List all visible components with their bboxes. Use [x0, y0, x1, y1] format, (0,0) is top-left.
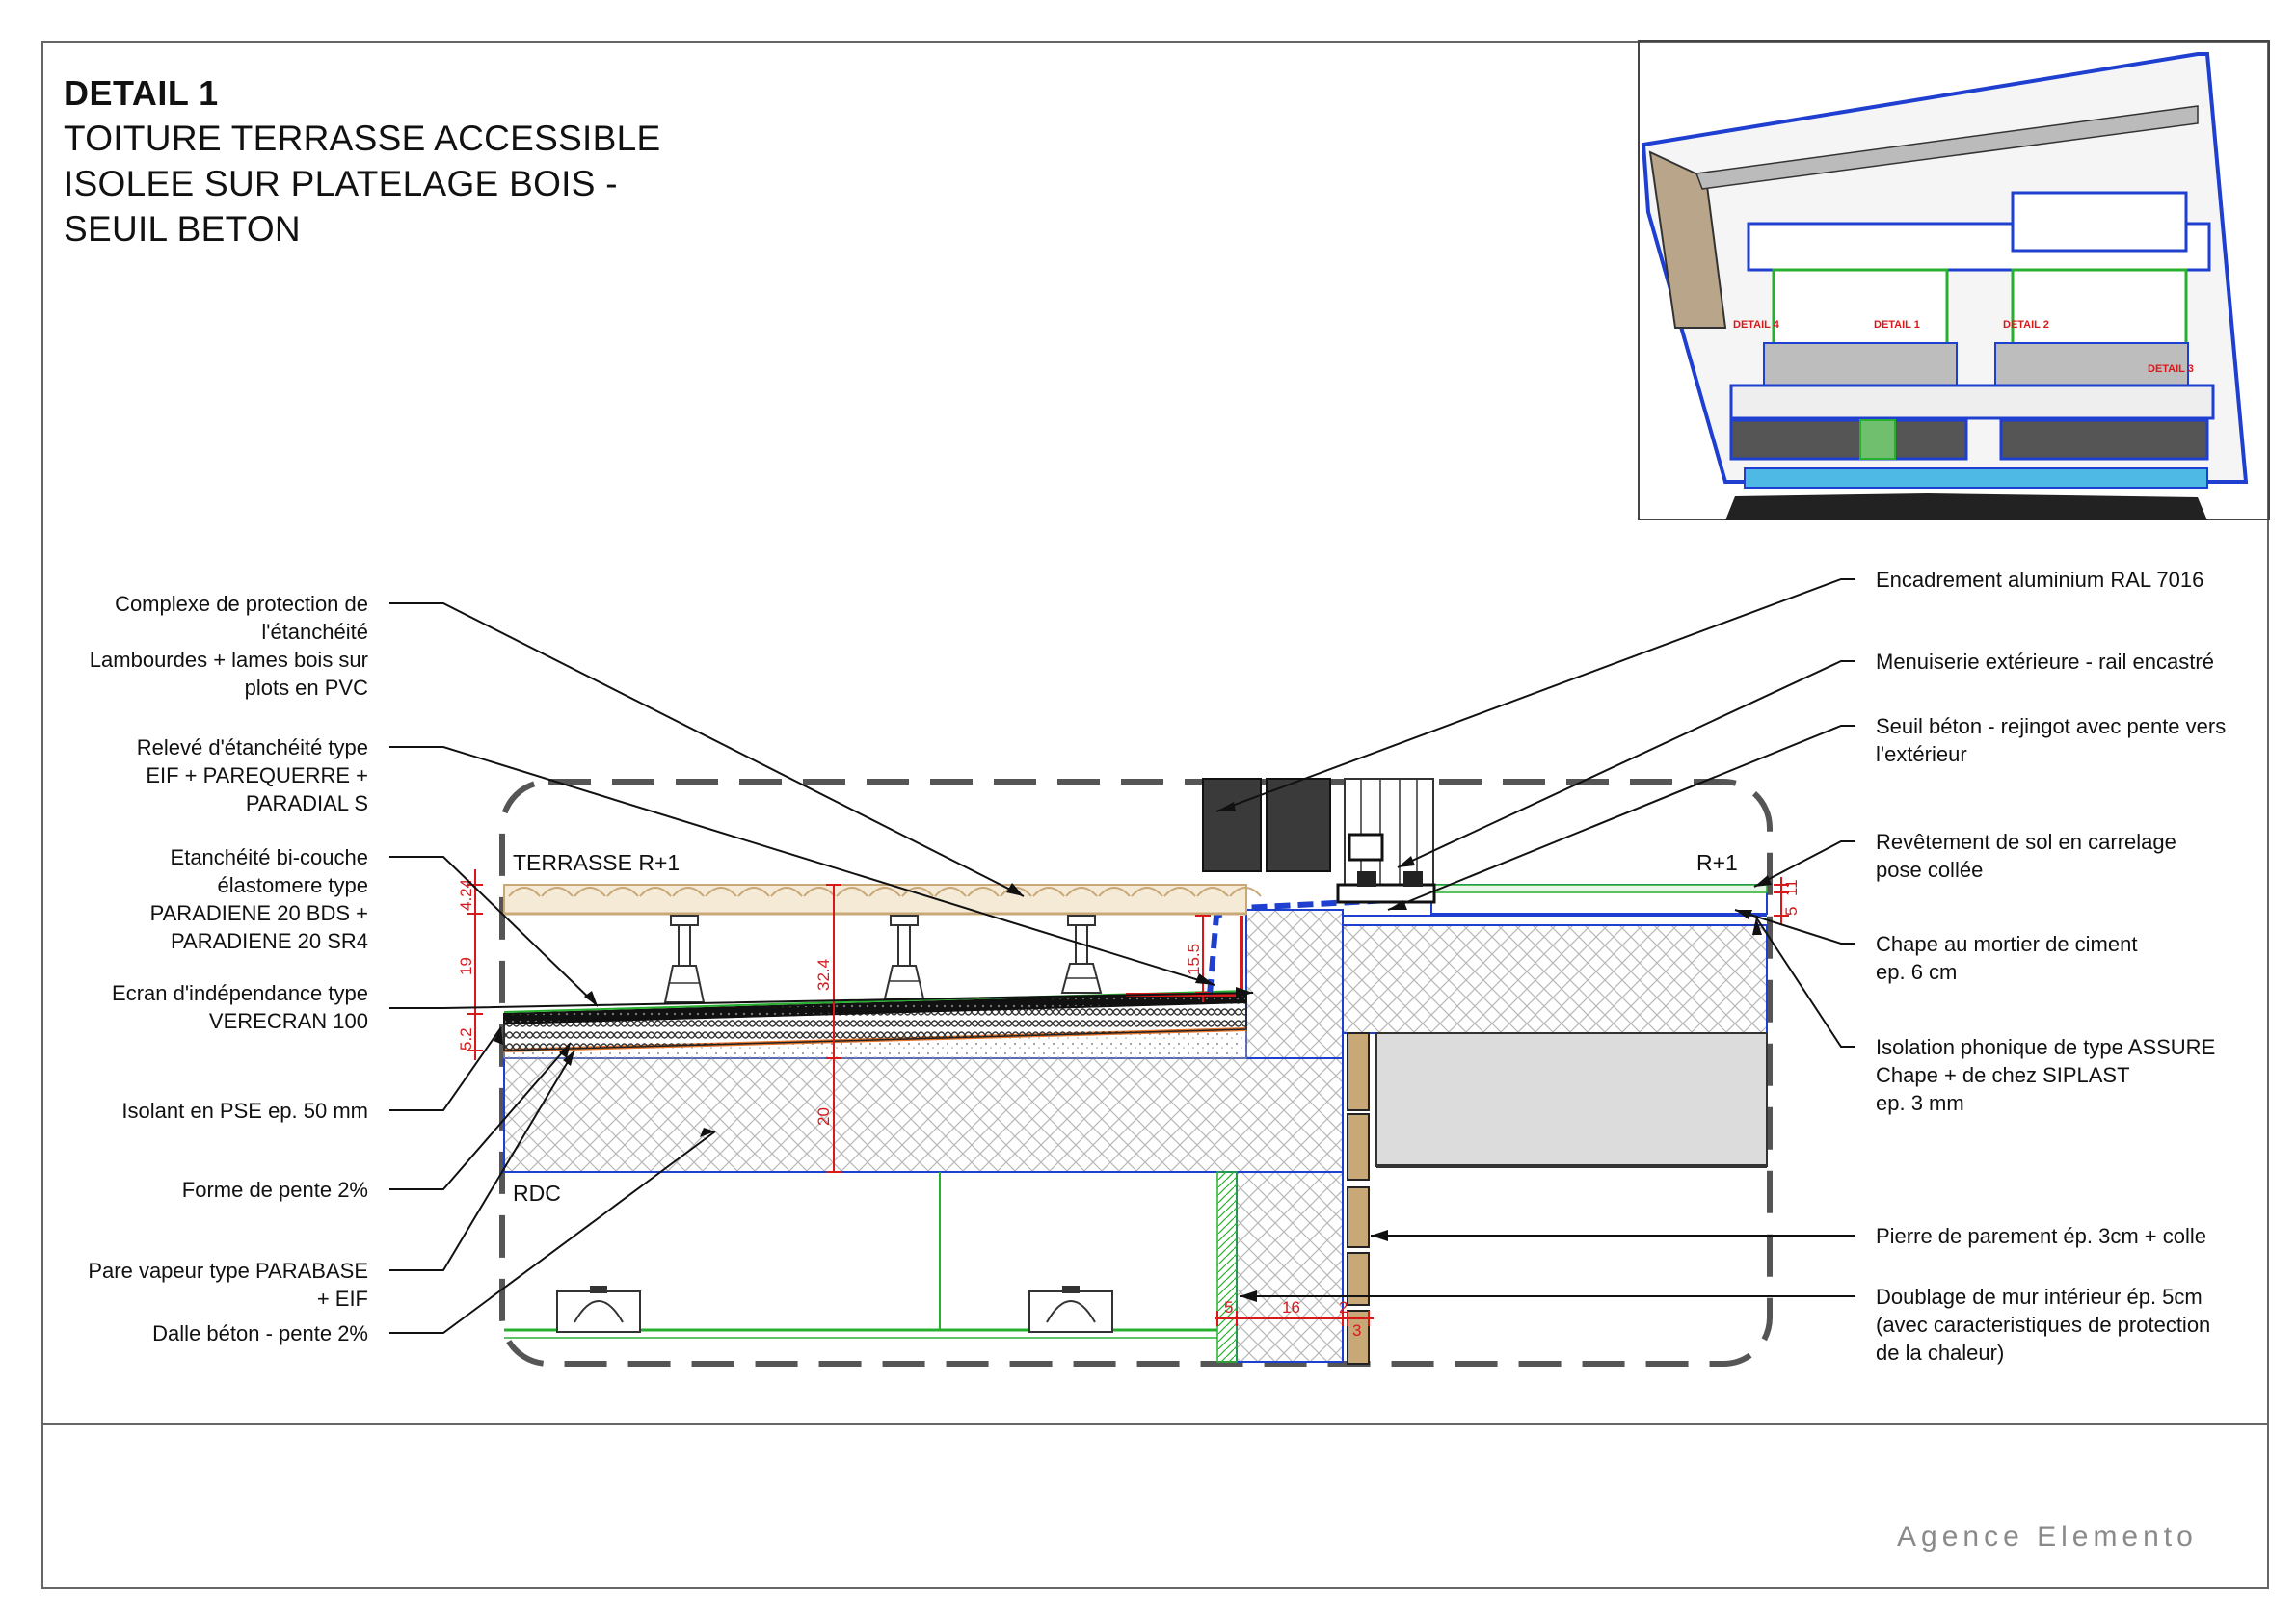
dim-5: 5 [1782, 907, 1801, 916]
deck-board [1032, 887, 1065, 897]
deck-board [1196, 887, 1229, 897]
detail-title-line-3: SEUIL BETON [64, 209, 301, 249]
dim-4-24: 4.24 [457, 879, 475, 911]
deck-board [606, 887, 639, 897]
key-tag-detail-4: DETAIL 4 [1733, 319, 1780, 331]
key-tag-detail-2: DETAIL 2 [2003, 319, 2049, 331]
concrete-upstand [1245, 909, 1344, 1059]
deck-board [737, 887, 770, 897]
concrete-wall [1236, 1171, 1344, 1363]
callout-exterior-joinery: Menuiserie extérieure - rail encastré [1876, 650, 2214, 674]
deck-board [1163, 887, 1196, 897]
ceiling-void [1375, 1032, 1768, 1167]
dimension-lines [467, 869, 1789, 1326]
detail-title-line-1: TOITURE TERRASSE ACCESSIBLE [64, 119, 661, 158]
interior-lining [1216, 1171, 1238, 1363]
dim-2: 2 [1339, 1298, 1348, 1317]
leader-arrowheads [494, 802, 1772, 1302]
tile-floor [1430, 884, 1768, 893]
stone-facing [1347, 1032, 1370, 1365]
label-rdc: RDC [513, 1181, 561, 1206]
aluminium-frame [1202, 778, 1331, 872]
concrete-slab [503, 1057, 1344, 1173]
deck-board [934, 887, 967, 897]
deck-board [705, 887, 737, 897]
ceiling-light-right [1028, 1286, 1113, 1333]
dim-19: 19 [457, 957, 475, 975]
callout-pse-insulation: Isolant en PSE ep. 50 mm [121, 1099, 368, 1123]
ceiling-light-left [556, 1286, 641, 1333]
deck-board [1065, 887, 1098, 897]
waterproofing-upstand [1126, 916, 1243, 997]
deck-board [1131, 887, 1163, 897]
label-terrasse-r1: TERRASSE R+1 [513, 850, 680, 875]
upper-floor-slab [1342, 924, 1768, 1034]
callout-aluminium-frame: Encadrement aluminium RAL 7016 [1876, 568, 2204, 592]
callout-concrete-slab: Dalle béton - pente 2% [152, 1321, 368, 1345]
label-r1: R+1 [1696, 850, 1738, 875]
dim-16: 16 [1282, 1298, 1300, 1317]
key-plan: DETAIL 4 DETAIL 1 DETAIL 2 DETAIL 3 [1641, 52, 2249, 520]
dim-11: 11 [1782, 879, 1801, 896]
deck-board [1229, 887, 1262, 897]
callout-stone-facing: Pierre de parement ép. 3cm + colle [1876, 1224, 2207, 1248]
deck-board [541, 887, 574, 897]
deck-board [967, 887, 1000, 897]
deck-board [901, 887, 934, 897]
pvc-pedestals [663, 915, 1103, 1003]
detail-boundary [499, 779, 1773, 1367]
deck-board [868, 887, 901, 897]
deck-board [508, 887, 541, 897]
deck-board [672, 887, 705, 897]
callout-vapour-barrier: Pare vapeur type PARABASE+ EIF [88, 1259, 368, 1311]
deck-board [836, 887, 868, 897]
title-block: DETAIL 1 TOITURE TERRASSE ACCESSIBLE ISO… [64, 71, 931, 252]
dim-15-5: 15.5 [1185, 944, 1203, 975]
deck-board [639, 887, 672, 897]
deck-board [1098, 887, 1131, 897]
deck-board [574, 887, 606, 897]
sheet-border [41, 41, 2269, 1589]
key-tag-detail-1: DETAIL 1 [1874, 319, 1920, 331]
deck-boards [508, 887, 1262, 897]
deck-board [803, 887, 836, 897]
key-tag-detail-3: DETAIL 3 [2148, 363, 2194, 375]
dim-32-4: 32.4 [814, 959, 833, 991]
dim-5-2: 5.2 [457, 1027, 475, 1051]
dim-5-lining: 5 [1224, 1298, 1233, 1317]
callout-interior-lining: Doublage de mur intérieur ép. 5cm(avec c… [1876, 1285, 2211, 1365]
deck-board [770, 887, 803, 897]
leader-lines [389, 578, 1855, 1334]
agency-brand: Agence Elemento [1897, 1521, 2198, 1553]
detail-heading: DETAIL 1 [64, 73, 219, 113]
callout-slope-screed: Forme de pente 2% [181, 1178, 368, 1202]
detail-title-line-2: ISOLEE SUR PLATELAGE BOIS - [64, 164, 618, 203]
dim-20: 20 [814, 1107, 833, 1126]
window-joinery [1336, 778, 1436, 904]
dim-3: 3 [1352, 1321, 1361, 1340]
